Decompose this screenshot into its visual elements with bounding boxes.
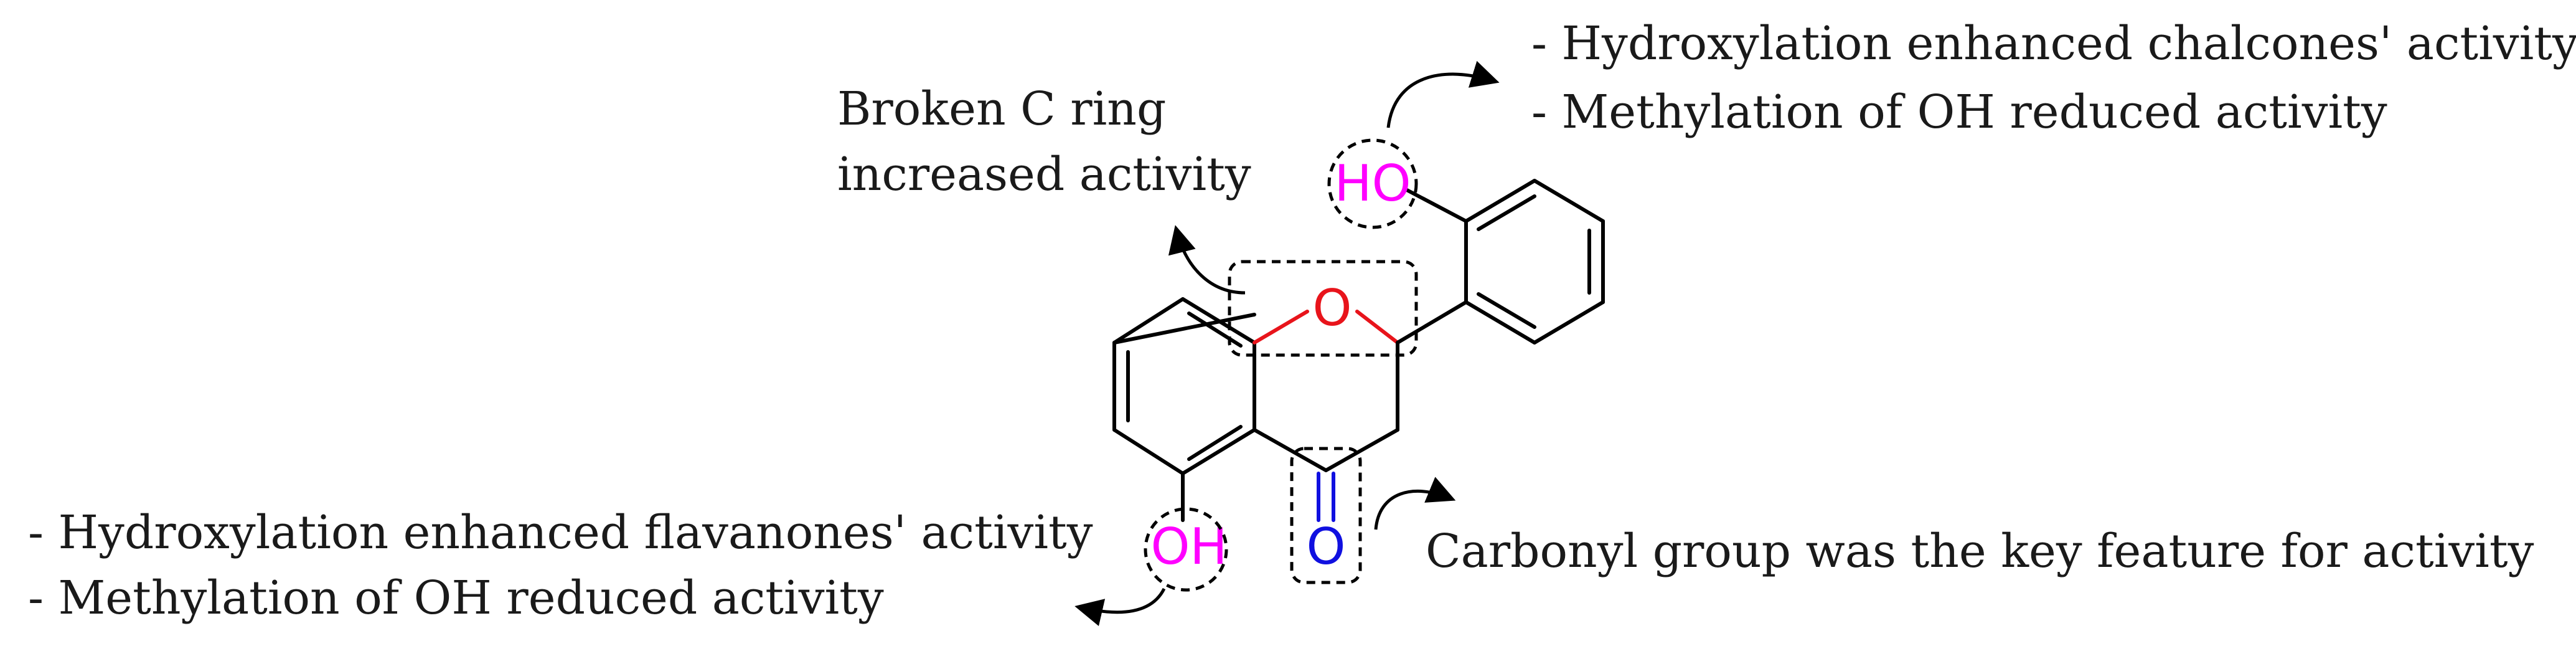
annotation-chalcone: - Hydroxylation enhanced chalcones' acti…	[1531, 17, 2576, 139]
c-ring-highlight-box	[1228, 260, 1418, 357]
annotation-c-ring-line2: increased activity	[837, 148, 1251, 201]
chalcone-arrow	[1386, 60, 1500, 128]
annotation-flavanone-line1: - Hydroxylation enhanced flavanones' act…	[28, 506, 1093, 559]
annotation-carbonyl-line1: Carbonyl group was the key feature for a…	[1426, 525, 2534, 578]
annotation-chalcone-line1: - Hydroxylation enhanced chalcones' acti…	[1531, 17, 2576, 70]
annotation-flavanone: - Hydroxylation enhanced flavanones' act…	[28, 506, 1093, 625]
ring-c	[1253, 310, 1399, 472]
hydroxyl-top-highlight	[1327, 138, 1418, 229]
carbonyl-bond	[1317, 472, 1335, 522]
annotation-c-ring: Broken C ring increased activity	[837, 82, 1251, 201]
ring-a	[1112, 297, 1256, 475]
annotation-c-ring-line1: Broken C ring	[837, 82, 1166, 136]
hydroxyl-bottom-highlight	[1144, 507, 1228, 592]
carbonyl-highlight-box	[1290, 447, 1362, 584]
ring-oxygen-label: O	[1313, 279, 1352, 337]
c-ring-arrow	[1168, 225, 1246, 295]
carbonyl-oxygen-label: O	[1307, 518, 1346, 576]
annotation-chalcone-line2: - Methylation of OH reduced activity	[1531, 85, 2387, 139]
hydroxyl-top-bond	[1405, 188, 1468, 223]
carbonyl-arrow	[1374, 477, 1456, 530]
annotation-flavanone-line2: - Methylation of OH reduced activity	[28, 571, 884, 625]
ring-b	[1396, 179, 1605, 345]
annotation-carbonyl: Carbonyl group was the key feature for a…	[1426, 525, 2534, 578]
hydroxyl-bottom-label: OH	[1150, 518, 1227, 576]
flavanone-structure: O O HO OH	[1112, 154, 1605, 576]
flavanone-arrow	[1074, 587, 1166, 627]
hydroxyl-top-label: HO	[1334, 154, 1411, 212]
